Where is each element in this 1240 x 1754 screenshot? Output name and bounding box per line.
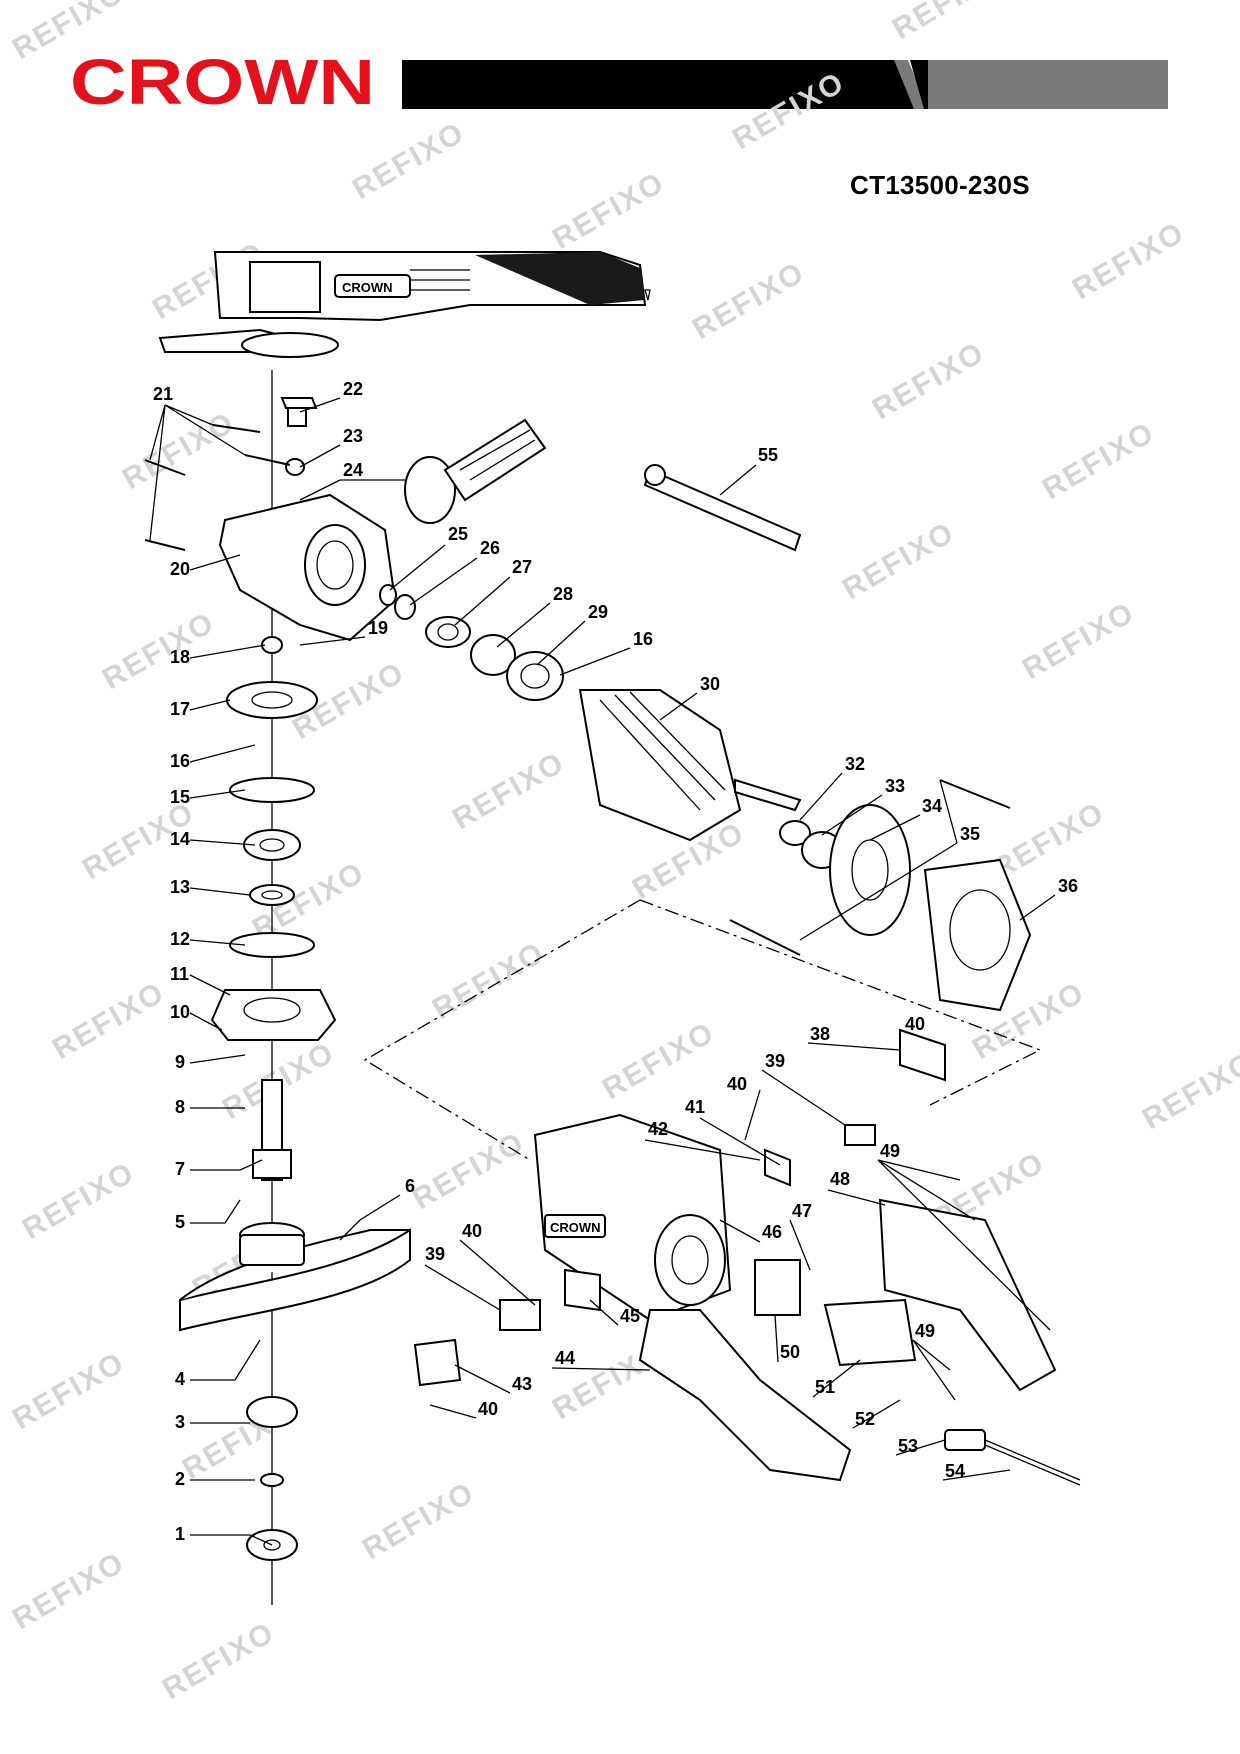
- watermark: REFIXO: [347, 116, 471, 206]
- callout-17: 17: [170, 699, 190, 719]
- callout-40c: 40: [462, 1221, 482, 1241]
- callout-27: 27: [512, 557, 532, 577]
- callout-8: 8: [175, 1097, 185, 1117]
- callout-21: 21: [153, 384, 173, 404]
- callout-26: 26: [480, 538, 500, 558]
- watermark: REFIXO: [887, 0, 1011, 46]
- model-number: CT13500-230S: [850, 170, 1030, 200]
- callout-3: 3: [175, 1412, 185, 1432]
- callout-22: 22: [343, 379, 363, 399]
- callout-40b: 40: [727, 1074, 747, 1094]
- assembly-outline: [363, 899, 1042, 1161]
- watermark: REFIXO: [17, 1156, 141, 1246]
- watermarks: REFIXO REFIXO REFIXO REFIXO REFIXO REFIX…: [7, 0, 1240, 1706]
- callout-labels: 1 2 3 4 5 6 7 8 9 10 11 12 13 14 15 16 1…: [153, 379, 1078, 1544]
- callout-4: 4: [175, 1369, 185, 1389]
- watermark: REFIXO: [117, 406, 241, 496]
- crown-logo: CROWN: [70, 52, 375, 114]
- callout-49a: 49: [880, 1141, 900, 1161]
- watermark: REFIXO: [867, 336, 991, 426]
- callout-30: 30: [700, 674, 720, 694]
- header-bar-black: [402, 60, 894, 109]
- watermark: REFIXO: [157, 1616, 281, 1706]
- callout-53: 53: [898, 1436, 918, 1456]
- callout-36: 36: [1058, 876, 1078, 896]
- callout-47: 47: [792, 1201, 812, 1221]
- callout-7: 7: [175, 1159, 185, 1179]
- callout-39a: 39: [765, 1051, 785, 1071]
- housing-badge: CROWN: [550, 1220, 601, 1235]
- callout-16a: 16: [170, 751, 190, 771]
- callout-28: 28: [553, 584, 573, 604]
- watermark: REFIXO: [687, 256, 811, 346]
- assembled-grinder: CROWN: [158, 251, 651, 358]
- callout-19: 19: [368, 618, 388, 638]
- callout-32: 32: [845, 754, 865, 774]
- callout-15: 15: [170, 787, 190, 807]
- callout-23: 23: [343, 426, 363, 446]
- callout-44: 44: [555, 1348, 575, 1368]
- watermark: REFIXO: [7, 1346, 131, 1436]
- callout-43: 43: [512, 1374, 532, 1394]
- watermark: REFIXO: [1037, 416, 1161, 506]
- header-bar-gray: [928, 60, 1168, 109]
- callout-5: 5: [175, 1212, 185, 1232]
- callout-45: 45: [620, 1306, 640, 1326]
- housing-assembly: CROWN: [413, 464, 1081, 1486]
- callout-42: 42: [648, 1119, 668, 1139]
- callout-39b: 39: [425, 1244, 445, 1264]
- callout-2: 2: [175, 1469, 185, 1489]
- watermark: REFIXO: [1067, 216, 1191, 306]
- callout-55: 55: [758, 445, 778, 465]
- callout-34: 34: [922, 796, 942, 816]
- callout-50: 50: [780, 1342, 800, 1362]
- callout-35: 35: [960, 824, 980, 844]
- callout-46: 46: [762, 1222, 782, 1242]
- watermark: REFIXO: [727, 66, 851, 156]
- callout-6: 6: [405, 1176, 415, 1196]
- watermark: REFIXO: [97, 606, 221, 696]
- watermark: REFIXO: [47, 976, 171, 1066]
- callout-20: 20: [170, 559, 190, 579]
- callout-48: 48: [830, 1169, 850, 1189]
- callout-13: 13: [170, 877, 190, 897]
- callout-41: 41: [685, 1097, 705, 1117]
- callout-54: 54: [945, 1461, 965, 1481]
- callout-52: 52: [855, 1409, 875, 1429]
- callout-11: 11: [170, 964, 189, 984]
- watermark: REFIXO: [7, 0, 131, 66]
- watermark: REFIXO: [837, 516, 961, 606]
- watermark: REFIXO: [1137, 1046, 1240, 1136]
- watermark: REFIXO: [447, 746, 571, 836]
- callout-10: 10: [170, 1002, 190, 1022]
- gear-head-assembly: [144, 397, 564, 1561]
- brand-wordmark: CROWN: [70, 52, 375, 114]
- watermark: REFIXO: [547, 166, 671, 256]
- callout-16b: 16: [633, 629, 653, 649]
- callout-40d: 40: [478, 1399, 498, 1419]
- callout-40a: 40: [905, 1014, 925, 1034]
- callout-33: 33: [885, 776, 905, 796]
- watermark: REFIXO: [597, 1016, 721, 1106]
- callout-25: 25: [448, 524, 468, 544]
- watermark: REFIXO: [407, 1126, 531, 1216]
- motor-assembly: [578, 689, 1032, 1012]
- watermark: REFIXO: [1017, 596, 1141, 686]
- grinder-badge: CROWN: [342, 280, 393, 295]
- watermark: REFIXO: [7, 1546, 131, 1636]
- callout-1: 1: [175, 1524, 185, 1544]
- callout-18: 18: [170, 647, 190, 667]
- callout-29: 29: [588, 602, 608, 622]
- callout-38: 38: [810, 1024, 830, 1044]
- callout-12: 12: [170, 929, 190, 949]
- callout-49b: 49: [915, 1321, 935, 1341]
- callout-9: 9: [175, 1052, 185, 1072]
- callout-14: 14: [170, 829, 190, 849]
- callout-24: 24: [343, 460, 363, 480]
- watermark: REFIXO: [357, 1476, 481, 1566]
- leader-lines: [149, 397, 1056, 1546]
